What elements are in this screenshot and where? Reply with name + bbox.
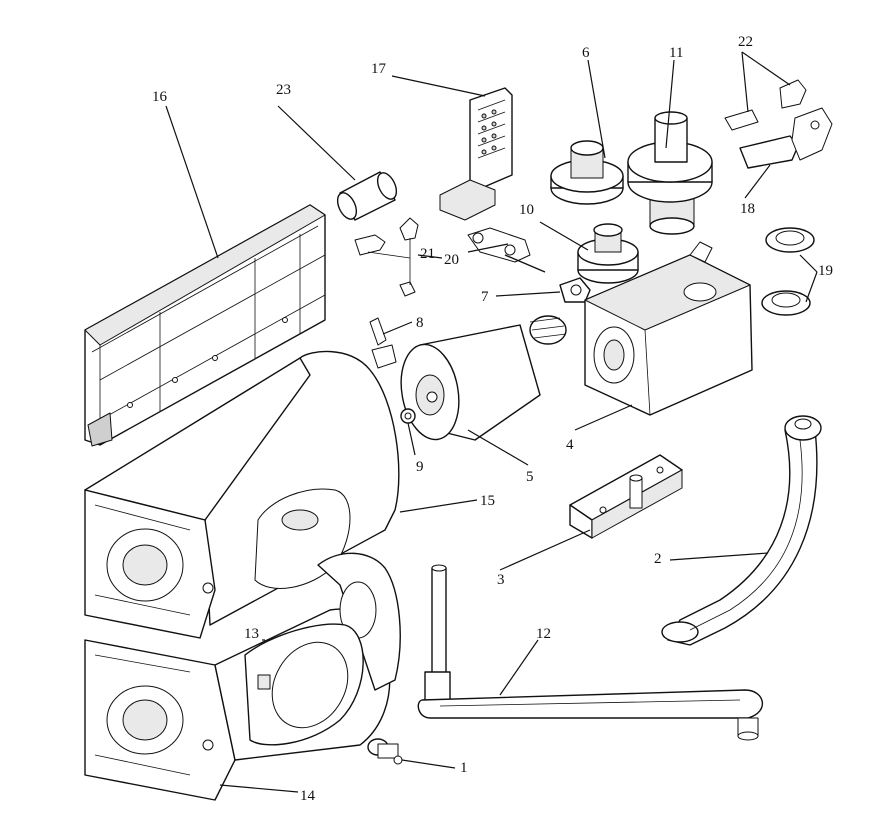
part-4-gearbox — [584, 241, 753, 416]
callout-9: 9 — [416, 459, 424, 475]
callout-15: 15 — [480, 493, 495, 509]
callout-2: 2 — [654, 551, 662, 567]
part-19-cam-rings — [761, 227, 815, 316]
callout-11: 11 — [669, 45, 683, 61]
part-11-large-gear — [627, 111, 713, 235]
part-3-mounting-plate — [569, 454, 683, 539]
part-5-motor — [400, 315, 567, 441]
callout-21: 21 — [420, 246, 435, 262]
callout-3: 3 — [497, 572, 505, 588]
callout-14: 14 — [300, 788, 316, 804]
callout-23: 23 — [276, 82, 291, 98]
callout-10: 10 — [519, 202, 534, 218]
part-8-bracket — [369, 317, 397, 369]
callout-13: 13 — [244, 626, 259, 642]
callout-20: 20 — [444, 252, 459, 268]
callout-18: 18 — [740, 201, 755, 217]
callout-4: 4 — [566, 437, 574, 453]
part-23-cylinder — [336, 171, 398, 221]
part-9-knob — [400, 408, 416, 424]
callout-6: 6 — [582, 45, 590, 61]
leader-lines — [165, 51, 818, 793]
part-6-gear — [550, 140, 624, 205]
callout-16: 16 — [152, 89, 168, 105]
callout-12: 12 — [536, 626, 551, 642]
part-22-switch-caps — [724, 79, 807, 131]
part-2-curved-arm — [661, 415, 822, 646]
callout-19: 19 — [818, 263, 833, 279]
callout-8: 8 — [416, 315, 424, 331]
callout-22: 22 — [738, 34, 753, 50]
part-16-rail — [84, 204, 326, 447]
callout-labels: 16 23 17 6 11 22 18 10 19 21 20 7 8 9 5 … — [152, 34, 833, 804]
callout-17: 17 — [371, 61, 387, 77]
part-18-limit-switch-assembly — [739, 107, 833, 169]
part-1-bolt — [367, 738, 403, 765]
part-7-coupling — [559, 277, 591, 303]
part-20-switch-shaft — [467, 227, 546, 273]
part-10-gear — [577, 223, 639, 284]
part-13-inner-panel — [244, 623, 364, 746]
part-12-straight-arm — [417, 564, 764, 741]
callout-7: 7 — [481, 289, 489, 305]
callout-5: 5 — [526, 469, 534, 485]
callout-1: 1 — [460, 760, 468, 776]
part-17-terminal-board — [439, 87, 513, 221]
part-21-brackets — [354, 217, 419, 297]
